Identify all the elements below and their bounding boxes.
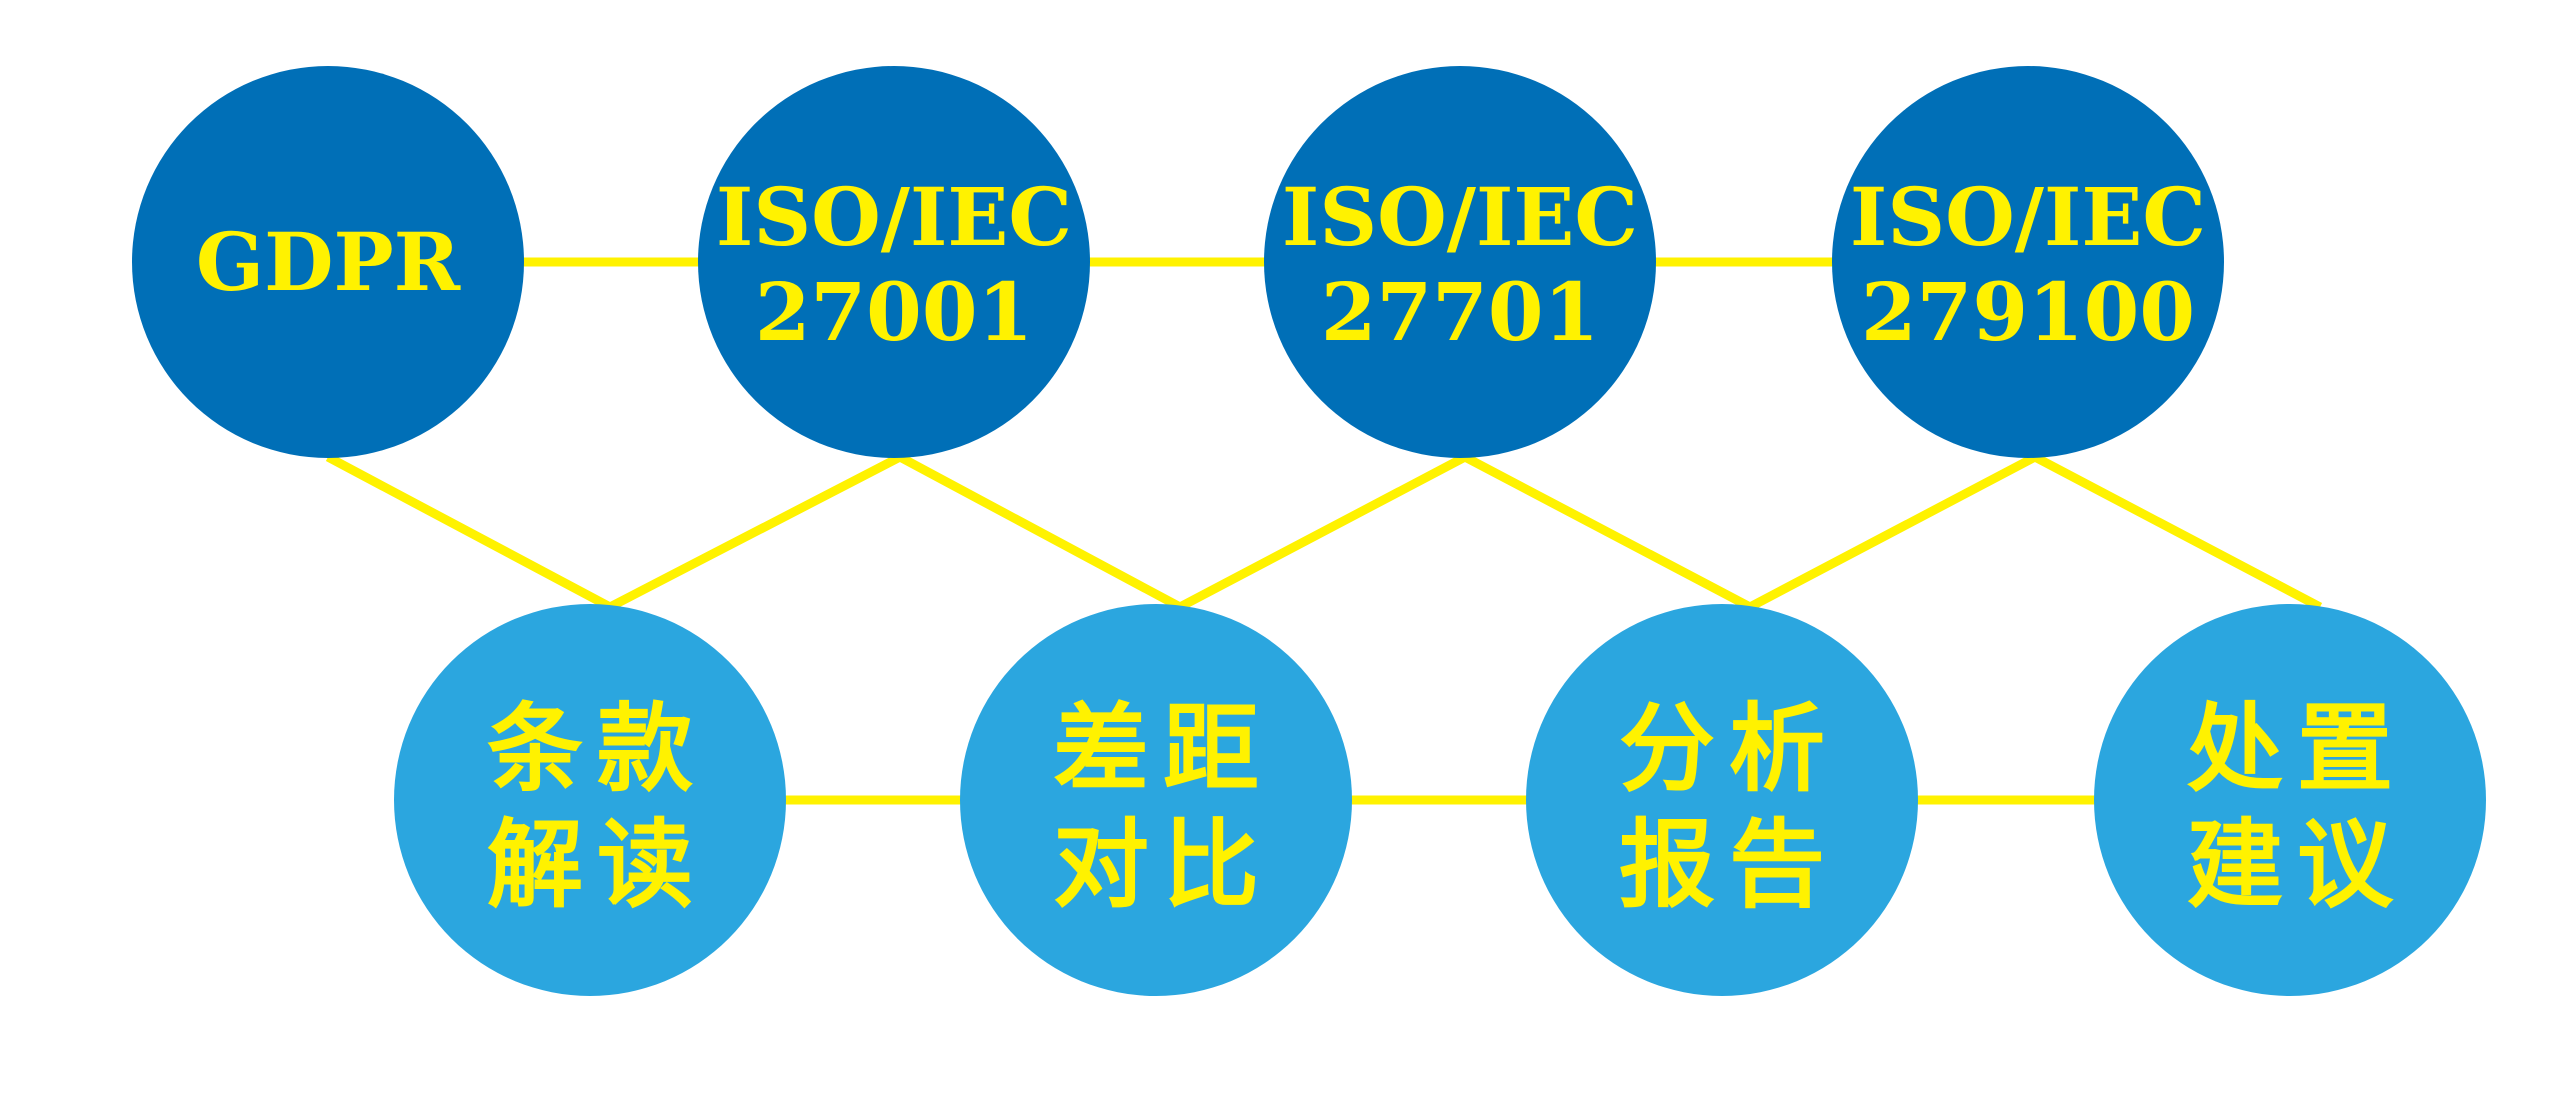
- node-label-line2: 279100: [1861, 265, 2195, 359]
- node-remediation-advice: 处置 建议: [2094, 604, 2486, 996]
- node-label-line1: 条款: [487, 692, 707, 805]
- bottom-nodes: 条款 解读 差距 对比 分析 报告 处置 建议: [394, 604, 2486, 996]
- node-label-line1: ISO/IEC: [1850, 170, 2206, 264]
- node-label-line2: 解读: [487, 808, 707, 921]
- top-nodes: GDPR ISO/IEC 27001 ISO/IEC 27701 ISO/IEC…: [132, 66, 2224, 458]
- node-label-line2: 建议: [2187, 808, 2407, 921]
- node-label-line1: 处置: [2187, 692, 2407, 805]
- node-gdpr: GDPR: [132, 66, 524, 458]
- node-label-line1: ISO/IEC: [1282, 170, 1638, 264]
- connector-zigzag: [325, 451, 2323, 613]
- node-label-line1: 差距: [1053, 692, 1273, 805]
- connectors: [325, 257, 2323, 805]
- node-label-line2: 对比: [1053, 808, 1273, 921]
- node-iso-27001: ISO/IEC 27001: [698, 66, 1090, 458]
- node-label-line2: 27001: [755, 265, 1033, 359]
- node-gap-comparison: 差距 对比: [960, 604, 1352, 996]
- node-analysis-report: 分析 报告: [1526, 604, 1918, 996]
- node-label-line1: 分析: [1619, 692, 1839, 805]
- node-label: GDPR: [196, 215, 461, 309]
- node-clause-interpretation: 条款 解读: [394, 604, 786, 996]
- node-iso-279100: ISO/IEC 279100: [1832, 66, 2224, 458]
- node-iso-27701: ISO/IEC 27701: [1264, 66, 1656, 458]
- node-label-line2: 27701: [1321, 265, 1599, 359]
- node-label-line2: 报告: [1619, 808, 1839, 921]
- node-label-line1: ISO/IEC: [716, 170, 1072, 264]
